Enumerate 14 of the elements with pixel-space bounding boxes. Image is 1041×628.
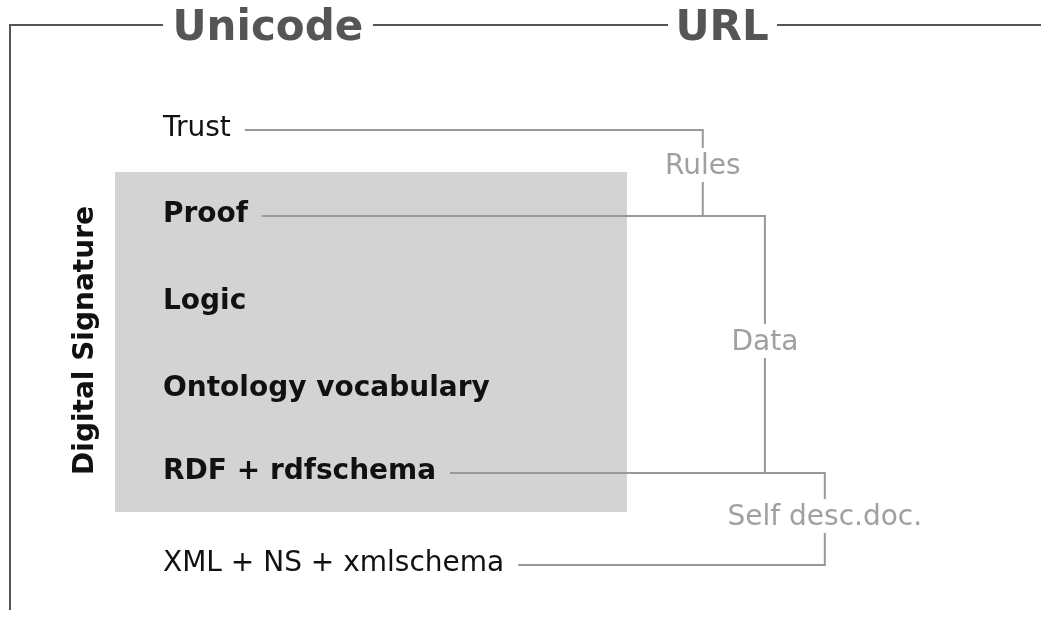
bracket-label: Self desc.doc. (725, 499, 925, 533)
bracket-label: Data (729, 324, 801, 358)
layer-label: Logic (163, 283, 247, 317)
side-label: Digital Signature (66, 205, 100, 475)
leader-line (243, 129, 704, 149)
layer-label: XML + NS + xmlschema (163, 545, 505, 579)
layer-label: RDF + rdfschema (163, 453, 437, 487)
layer-label: Ontology vocabulary (163, 370, 490, 404)
leader-line (517, 532, 826, 566)
leader-line (449, 472, 826, 500)
bracket-label: Rules (663, 148, 743, 182)
shaded-box (115, 172, 627, 512)
layer-label: Proof (163, 196, 248, 230)
layer-label: Trust (163, 110, 231, 144)
